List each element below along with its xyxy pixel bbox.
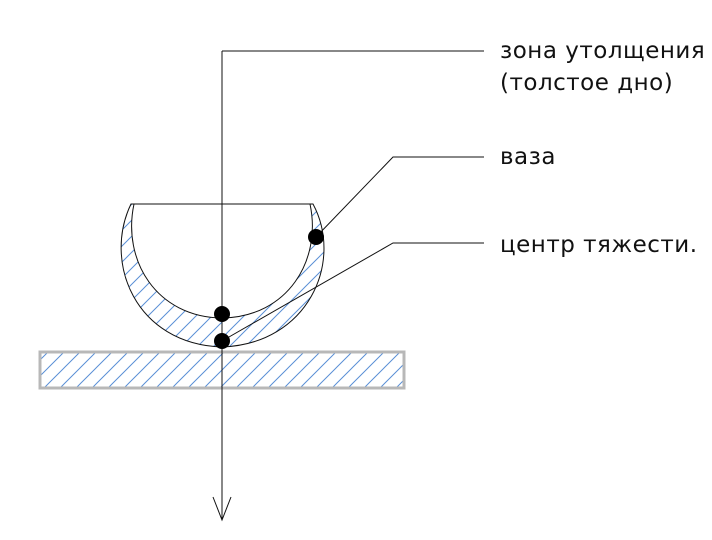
center-of-gravity-point bbox=[214, 333, 230, 349]
center-of-gravity-label: центр тяжести. bbox=[500, 232, 698, 258]
thick-zone-point bbox=[214, 306, 230, 322]
thick-zone-label-line1: зона утолщения bbox=[500, 38, 706, 64]
vase-label: ваза bbox=[500, 144, 556, 170]
vase-point bbox=[308, 229, 324, 245]
thick-zone-label-line2: (толстое дно) bbox=[500, 70, 674, 96]
leader-vase bbox=[315, 156, 484, 238]
leader-center-of-gravity bbox=[221, 242, 484, 342]
vase-thick-wall bbox=[120, 203, 325, 348]
gravity-arrow-head bbox=[212, 496, 232, 522]
